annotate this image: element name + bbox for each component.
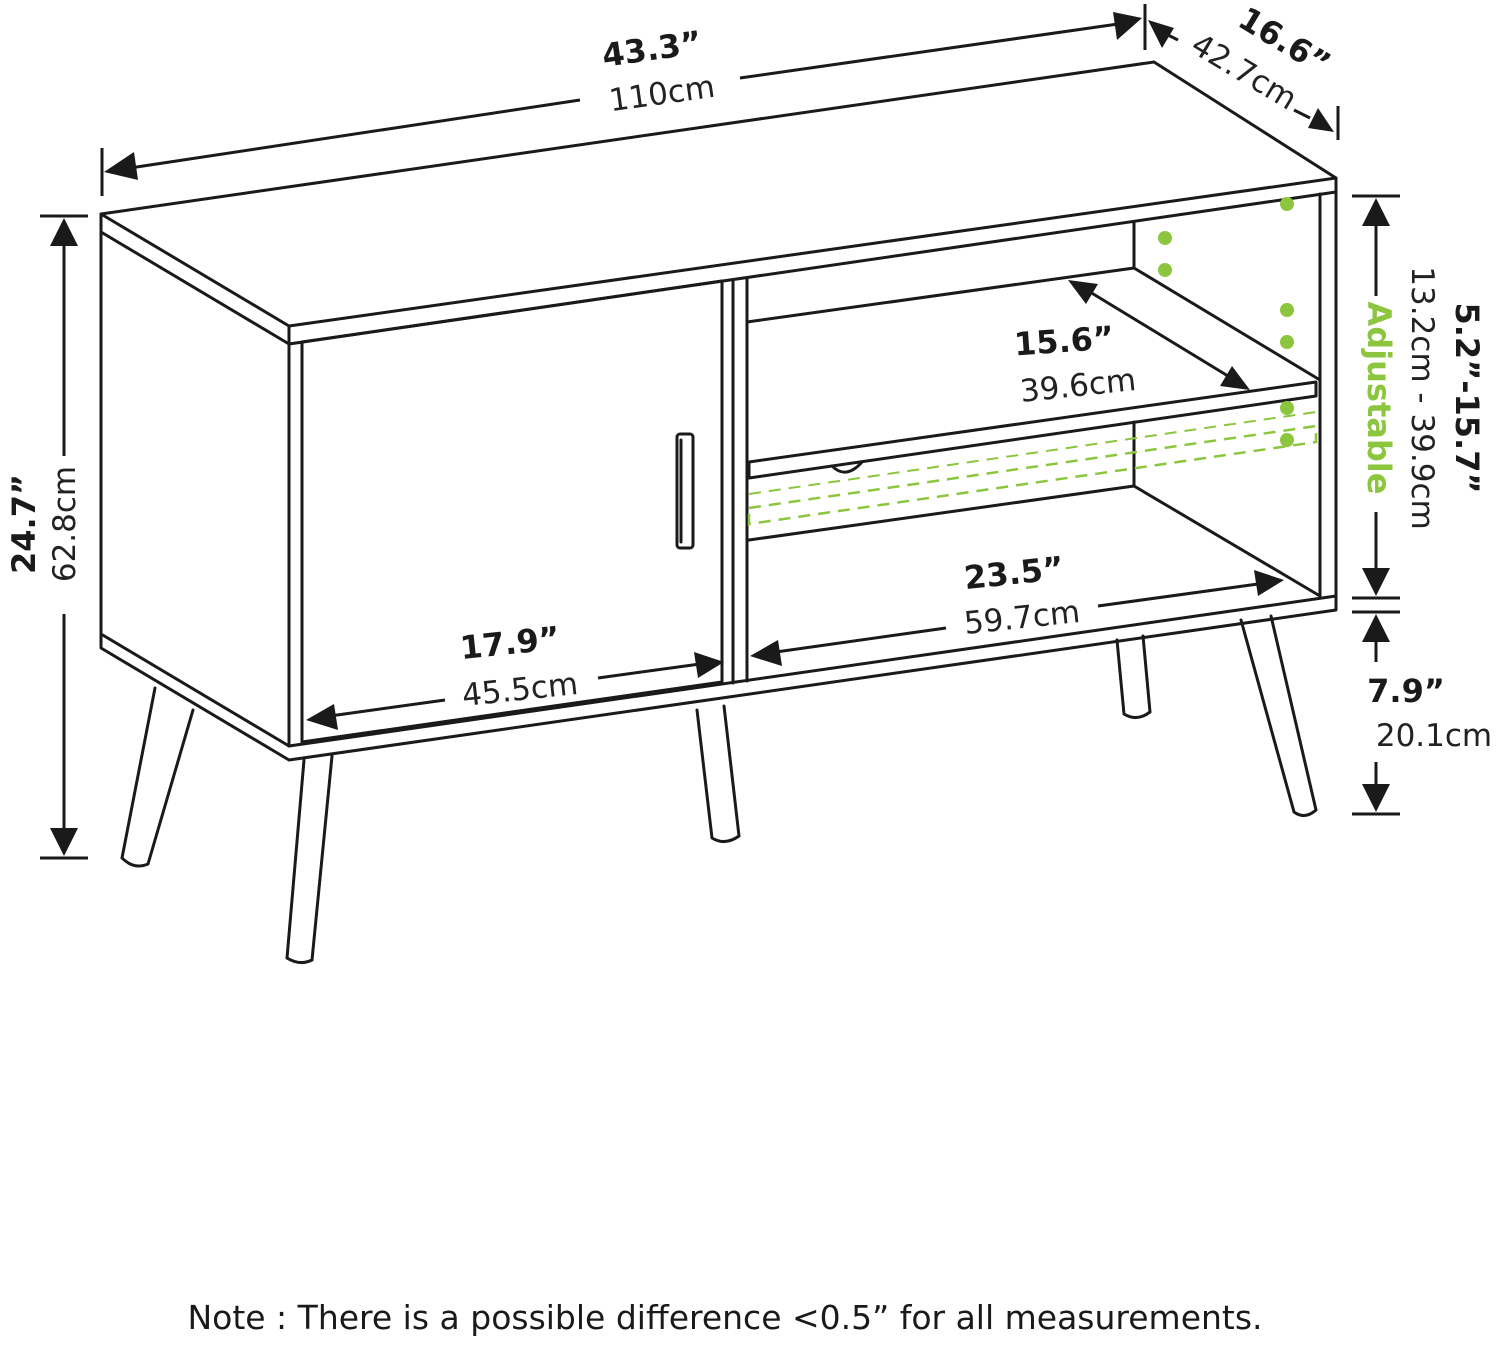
shelf-pin bbox=[1280, 433, 1294, 447]
leg-height-imperial-label: 7.9” bbox=[1367, 672, 1445, 710]
door-width-imperial-label: 17.9” bbox=[458, 619, 561, 667]
width-imperial-label: 43.3” bbox=[600, 23, 704, 75]
left-side-panel bbox=[99, 230, 291, 748]
leg-back-left bbox=[120, 686, 195, 868]
door-handle bbox=[675, 432, 695, 550]
back-inner-edge bbox=[745, 220, 1322, 382]
measurement-note: Note : There is a possible difference <0… bbox=[187, 1298, 1263, 1337]
right-side-panel bbox=[1318, 190, 1338, 600]
center-divider bbox=[731, 276, 749, 685]
height-imperial-label: 24.7” bbox=[5, 474, 43, 574]
dimension-lines bbox=[40, 4, 1400, 860]
open-width-imperial-label: 23.5” bbox=[962, 549, 1065, 597]
lower-back-edge bbox=[747, 420, 1322, 598]
shelf-height-metric-label: 13.2cm - 39.9cm bbox=[1404, 266, 1440, 529]
shelf-pin bbox=[1158, 263, 1172, 277]
shelf-depth-metric-label: 39.6cm bbox=[1018, 362, 1137, 410]
height-metric-label: 62.8cm bbox=[47, 466, 83, 582]
bottom-left-edge bbox=[99, 594, 1338, 762]
top-panel bbox=[99, 60, 1338, 328]
shelf-notch bbox=[830, 460, 864, 474]
top-left-edge bbox=[99, 212, 291, 346]
leg-back-right bbox=[1115, 634, 1152, 719]
adjustable-indicators bbox=[747, 197, 1318, 526]
shelf-pin bbox=[1280, 335, 1294, 349]
shelf-pin bbox=[1280, 401, 1294, 415]
shelf-depth-imperial-label: 15.6” bbox=[1013, 319, 1115, 364]
leg-front-left bbox=[285, 754, 334, 965]
shelf-height-imperial-label: 5.2”-15.7” bbox=[1448, 303, 1486, 494]
dashed-shelf-position bbox=[747, 424, 1318, 526]
leg-height-metric-label: 20.1cm bbox=[1376, 718, 1492, 754]
cabinet-outline bbox=[99, 60, 1338, 762]
leg-front-middle bbox=[695, 704, 741, 843]
shelf-pin bbox=[1280, 197, 1294, 211]
bottom-front-edge bbox=[287, 594, 1338, 748]
door-panel bbox=[300, 279, 724, 744]
adjustable-label: Adjustable bbox=[1360, 302, 1398, 495]
shelf-pin bbox=[1158, 231, 1172, 245]
legs bbox=[120, 614, 1318, 965]
width-metric-label: 110cm bbox=[607, 69, 717, 119]
shelf-pin bbox=[1280, 303, 1294, 317]
leg-front-right bbox=[1239, 614, 1318, 817]
top-front-edge bbox=[287, 176, 1338, 346]
adjustable-shelf bbox=[747, 380, 1318, 480]
